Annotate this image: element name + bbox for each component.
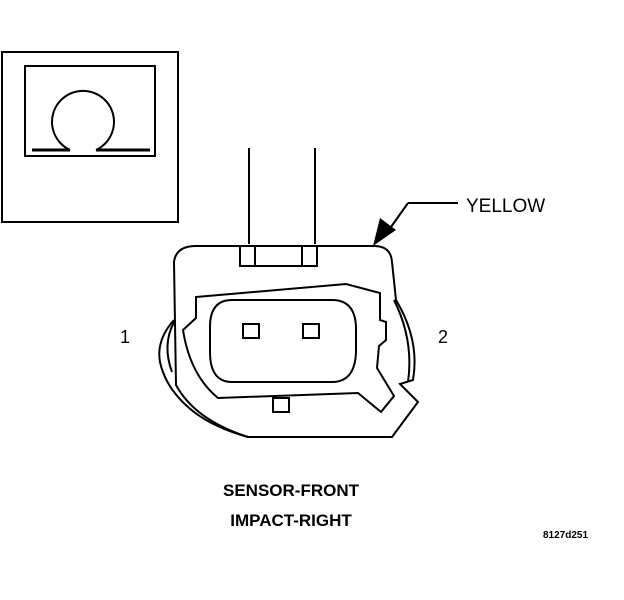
yellow-leader-arrow (373, 202, 458, 246)
figure-code: 8127d251 (543, 530, 589, 541)
connector-wires (248, 148, 316, 244)
connector-title-line-2: IMPACT-RIGHT (230, 511, 352, 530)
pin-1-label: 1 (120, 327, 131, 347)
wire-color-label: YELLOW (466, 196, 546, 217)
inset-view (1, 51, 179, 223)
pin-2-label: 2 (438, 327, 449, 347)
connector-title-line-1: SENSOR-FRONT (223, 481, 359, 500)
connector-body (158, 245, 420, 438)
